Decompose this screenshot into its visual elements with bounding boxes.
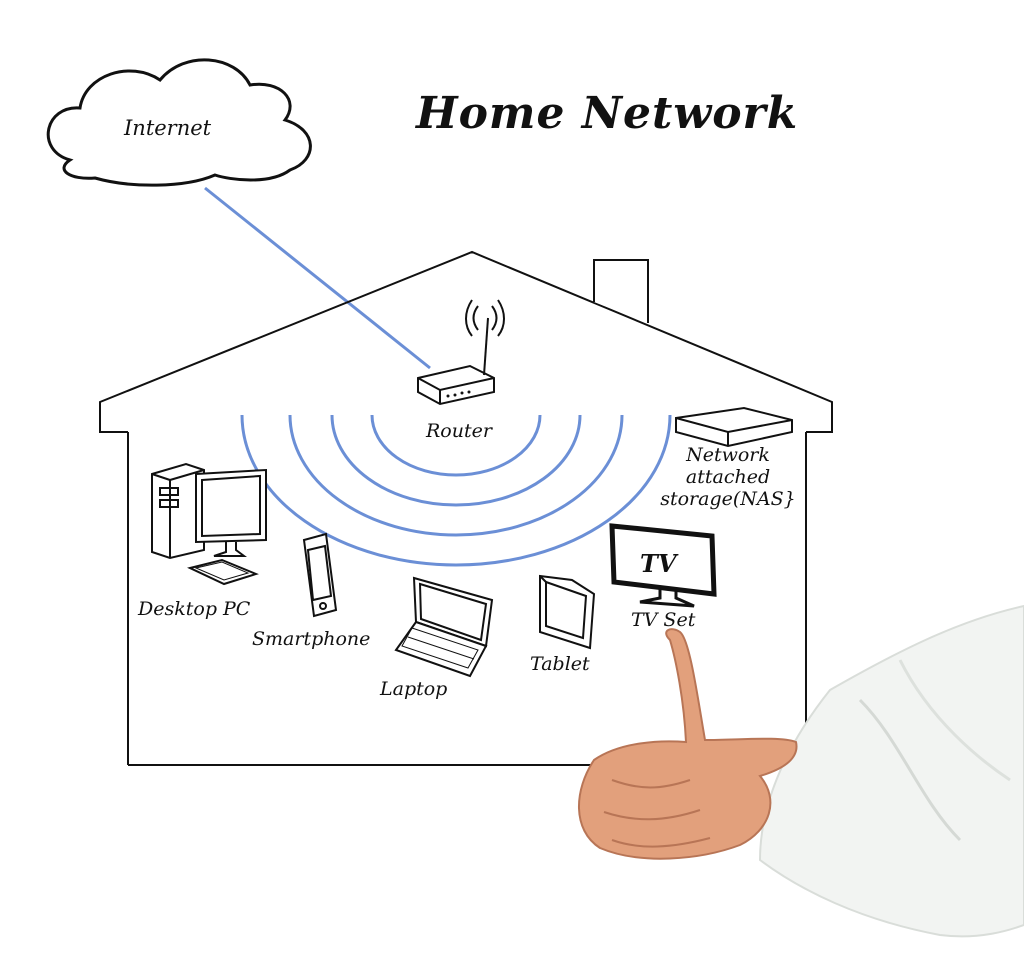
chimney (593, 259, 649, 323)
tablet-icon (539, 574, 596, 650)
router-icon (417, 299, 505, 406)
tv-icon (609, 523, 717, 608)
desktop-pc-icon (151, 462, 267, 586)
smartphone-icon (302, 532, 338, 618)
desktop-pc-label: Desktop PC (138, 598, 251, 620)
internet-connection-line (204, 186, 431, 370)
internet-label: Internet (124, 116, 212, 140)
tv-set-label: TV Set (631, 609, 696, 631)
smartphone-label: Smartphone (252, 628, 371, 650)
internet-cloud (46, 58, 312, 187)
router-label: Router (426, 420, 492, 442)
tablet-label: Tablet (530, 653, 590, 675)
tv-screen-text: TV (640, 549, 677, 578)
nas-label: Network attached storage(NAS} (660, 444, 796, 510)
nas-icon (675, 406, 793, 448)
laptop-label: Laptop (380, 678, 448, 700)
diagram-title: Home Network (416, 88, 799, 139)
laptop-icon (394, 576, 494, 678)
pointing-hand (578, 604, 1024, 938)
